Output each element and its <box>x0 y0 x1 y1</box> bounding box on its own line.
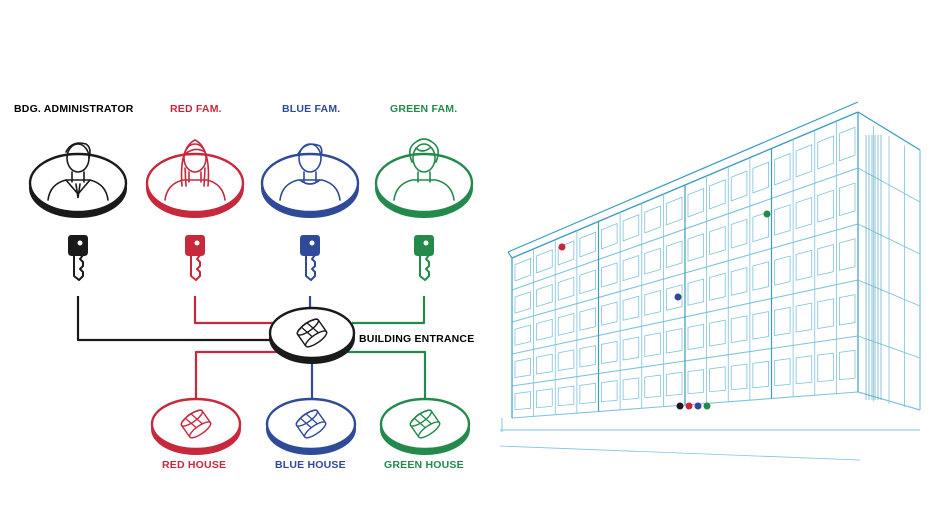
green-apartment-marker <box>763 210 771 218</box>
person-icon <box>279 143 341 201</box>
key-icon <box>300 235 320 281</box>
key-icon <box>185 235 205 281</box>
person-disk-1 <box>28 142 128 218</box>
house-disk-1 <box>150 397 242 455</box>
blue-apartment-marker <box>674 293 682 301</box>
person-curly-hair-icon <box>393 138 455 201</box>
connector-red-house <box>194 350 295 402</box>
person-disk-3 <box>260 143 360 218</box>
person-disk-2 <box>145 139 245 218</box>
label-red-house: RED HOUSE <box>162 459 227 471</box>
red-mailbox-marker <box>685 402 693 410</box>
black-mailbox-marker <box>676 402 684 410</box>
connector-red-family <box>193 296 285 325</box>
connector-green-house <box>330 350 427 402</box>
house-disk-2 <box>265 397 357 455</box>
label-blue-house: BLUE HOUSE <box>275 459 346 471</box>
blue-mailbox-marker <box>694 402 702 410</box>
red-apartment-marker <box>558 243 566 251</box>
label-green-house: GREEN HOUSE <box>384 459 464 471</box>
entrance-disk <box>268 306 356 364</box>
key-icon <box>414 235 434 281</box>
label-blue-family: BLUE FAM. <box>282 103 341 115</box>
connector-administrator <box>76 296 270 342</box>
person-disk-4 <box>374 138 474 218</box>
apartment-building-sketch <box>499 101 921 461</box>
key-icon <box>68 235 88 281</box>
label-red-family: RED FAM. <box>170 103 222 115</box>
person-long-hair-icon <box>164 139 226 201</box>
connector-green-family <box>352 296 426 325</box>
label-building-entrance: BUILDING ENTRANCE <box>359 333 475 345</box>
person-suit-icon <box>47 142 109 201</box>
connector-lines <box>76 296 427 402</box>
label-green-family: GREEN FAM. <box>390 103 458 115</box>
house-disk-3 <box>379 397 471 455</box>
green-mailbox-marker <box>703 402 711 410</box>
label-administrator: BDG. ADMINISTRATOR <box>14 103 134 115</box>
